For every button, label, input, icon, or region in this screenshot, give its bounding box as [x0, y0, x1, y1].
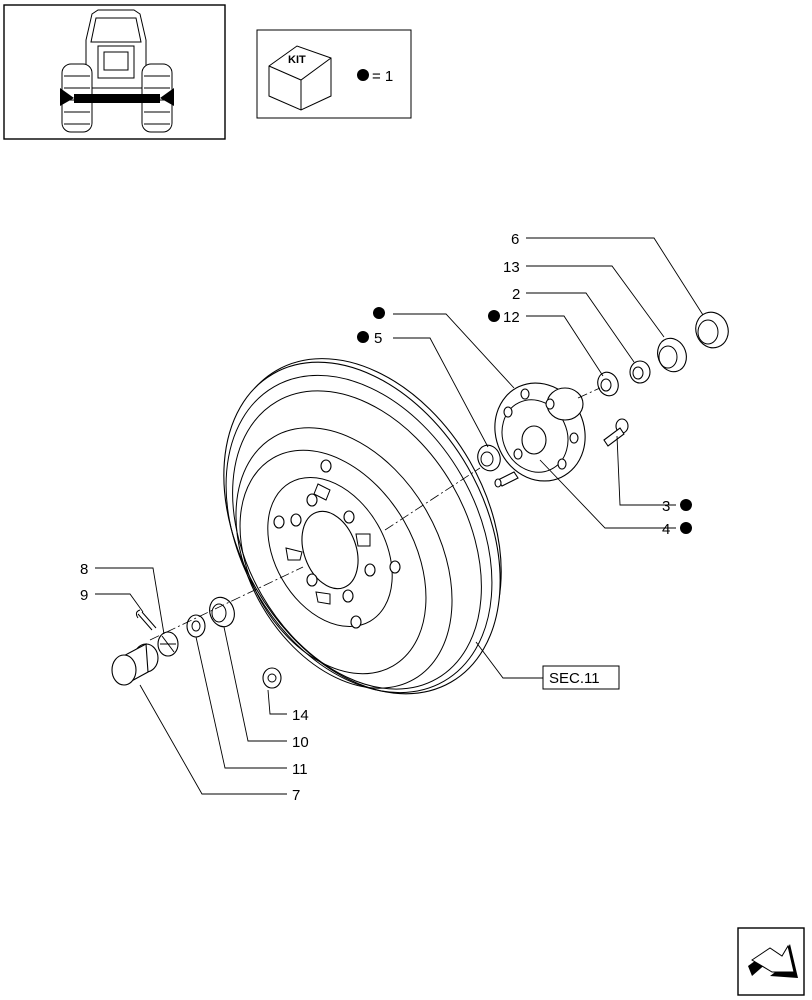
kit-marker-5-icon — [357, 331, 369, 343]
callout-9: 9 — [80, 587, 88, 604]
section-ref[interactable]: SEC.11 — [542, 665, 620, 690]
kit-label: KIT — [288, 54, 306, 66]
kit-marker-4-icon — [680, 522, 692, 534]
kit-legend: KIT = 1 — [256, 29, 412, 119]
callout-11: 11 — [292, 761, 308, 778]
callout-14: 14 — [292, 707, 309, 724]
callout-12: 12 — [503, 309, 520, 326]
bearing-cup-2 — [629, 360, 651, 384]
bearing-cone-12 — [597, 371, 619, 397]
callout-8: 8 — [80, 561, 88, 578]
seal-6 — [695, 311, 729, 349]
callout-6: 6 — [511, 231, 519, 248]
kit-equals-text: = 1 — [372, 68, 393, 85]
section-ref-label: SEC.11 — [549, 670, 600, 687]
nut-10 — [209, 596, 235, 628]
kit-marker-3-icon — [680, 499, 692, 511]
castle-nut-8 — [157, 631, 179, 657]
bolt-3 — [603, 418, 629, 447]
stud-4 — [494, 471, 519, 488]
next-page-arrow-icon — [748, 944, 798, 978]
callout-7: 7 — [292, 787, 300, 804]
callout-3: 3 — [662, 498, 670, 515]
bearing-5 — [477, 444, 501, 472]
hub-cap-7 — [111, 643, 159, 686]
seal-13 — [657, 337, 687, 373]
filled-dot-icon — [357, 69, 369, 81]
callout-10: 10 — [292, 734, 309, 751]
callout-2: 2 — [512, 286, 520, 303]
nut-14 — [262, 667, 282, 689]
tractor-thumbnail[interactable] — [3, 4, 226, 140]
kit-marker-12-icon — [488, 310, 500, 322]
rim-bolt-holes — [273, 459, 401, 629]
kit-box-icon — [268, 45, 332, 111]
kit-marker-hub-icon — [373, 307, 385, 319]
next-page-button[interactable] — [737, 927, 805, 996]
callout-5: 5 — [374, 330, 382, 347]
tractor-rear-axle-icon — [60, 9, 174, 133]
callout-4: 4 — [662, 521, 670, 538]
wheel-hub — [494, 382, 586, 482]
callout-13: 13 — [503, 259, 520, 276]
wheel-rim — [223, 358, 502, 695]
split-pin-9 — [135, 609, 157, 631]
